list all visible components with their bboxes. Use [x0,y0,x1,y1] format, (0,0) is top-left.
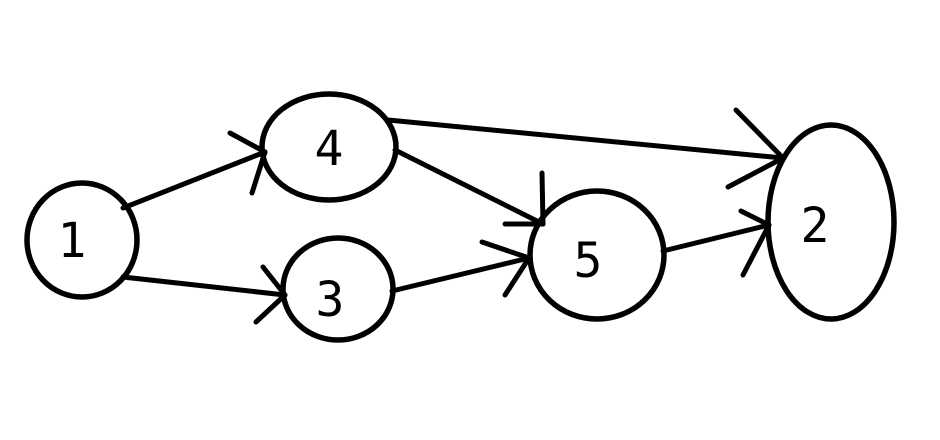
edge-1-to-3 [120,274,288,298]
arrowhead-barb-4-to-2-1 [725,155,786,190]
edge-5-to-2 [660,222,772,254]
edge-1-to-4 [120,149,268,211]
arrowhead-barb-5-to-2-0 [738,208,772,228]
node-2-label: 2 [801,198,830,254]
arrowhead-barb-4-to-2-0 [733,107,786,161]
node-1-label: 1 [58,213,87,269]
node-4-label: 4 [315,121,344,177]
node-2-ellipse [765,122,897,322]
edge-3-to-5 [389,255,532,294]
node-5-ellipse [527,188,667,322]
node-5-label: 5 [574,233,603,289]
node-4-ellipse [259,91,399,203]
arrowhead-barb-3-to-5-1 [502,255,532,298]
node-1-ellipse [24,180,140,300]
node-3-label: 3 [316,272,345,328]
node-3-ellipse [280,235,396,343]
arrowhead-barb-1-to-4-0 [227,130,268,155]
edge-4-to-2 [385,117,786,161]
edge-4-to-5 [392,147,546,227]
arrowhead-barb-1-to-3-1 [253,292,288,325]
arrowhead-barb-5-to-2-1 [740,222,772,278]
arrowhead-barb-3-to-5-0 [479,239,532,261]
